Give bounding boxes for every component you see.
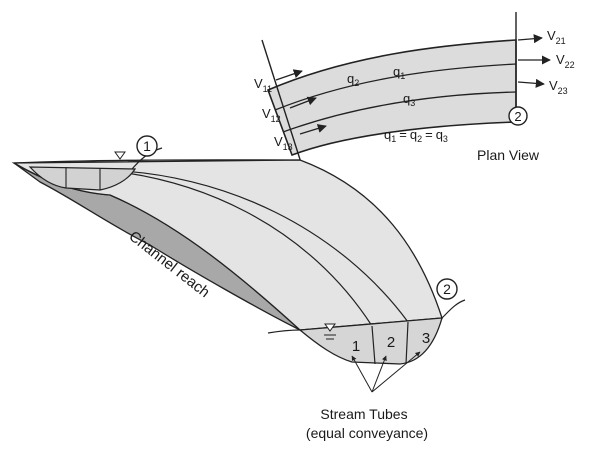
downstream-water-symbol	[324, 323, 336, 332]
plan-section-2-number: 2	[514, 109, 521, 124]
pointer-arrow-1	[351, 355, 373, 393]
tube-number-3: 3	[422, 330, 430, 347]
tube-number-1: 1	[352, 338, 360, 355]
reach-section-1-number: 1	[143, 138, 151, 154]
v23-label: V23	[549, 78, 568, 96]
q3-label: q3	[403, 91, 415, 108]
v23-arrow	[517, 78, 545, 88]
plan-section-1-line	[261, 39, 305, 173]
v21-label: V21	[547, 28, 566, 46]
reach-section-2-marker	[436, 278, 458, 300]
plan-section-2-marker	[508, 106, 528, 126]
downstream-divider-a	[371, 325, 376, 365]
downstream-divider-b	[405, 321, 409, 365]
reach-water-edge	[13, 159, 301, 164]
v13-arrow	[299, 124, 327, 135]
v21-arrow	[517, 34, 543, 44]
plan-view-title: Plan View	[477, 147, 540, 163]
pointer-arrow-3	[371, 351, 421, 393]
tube-number-2: 2	[387, 334, 395, 351]
v11-arrow	[275, 69, 303, 81]
stream-tubes-caption: Stream Tubes	[320, 406, 407, 422]
downstream-right-bank	[441, 299, 466, 319]
v12-arrow	[289, 96, 317, 109]
pointer-arrow-2	[371, 355, 387, 393]
equal-conveyance-caption: (equal conveyance)	[306, 425, 428, 441]
channel-reach-view: 1 1 2 3 2 Channel reach Stream Tubes (eq…	[11, 135, 466, 441]
reach-section-2-number: 2	[443, 281, 451, 297]
v13-label: V13	[274, 134, 293, 152]
v22-label: V22	[556, 52, 575, 70]
reach-tube-divider-2	[99, 169, 409, 323]
downstream-left-bank	[267, 329, 301, 334]
v12-label: V12	[262, 106, 281, 124]
q1-label: q1	[393, 64, 405, 81]
upstream-bank-line	[131, 147, 163, 170]
equal-discharge-equation: q1=q2=q3	[384, 127, 448, 144]
plan-divider-2	[282, 91, 517, 133]
plan-divider-1	[274, 63, 517, 111]
reach-section-1-marker	[136, 135, 158, 157]
v11-label: V11	[254, 76, 272, 94]
upstream-water-symbol	[114, 151, 126, 160]
q2-label: q2	[347, 71, 359, 88]
